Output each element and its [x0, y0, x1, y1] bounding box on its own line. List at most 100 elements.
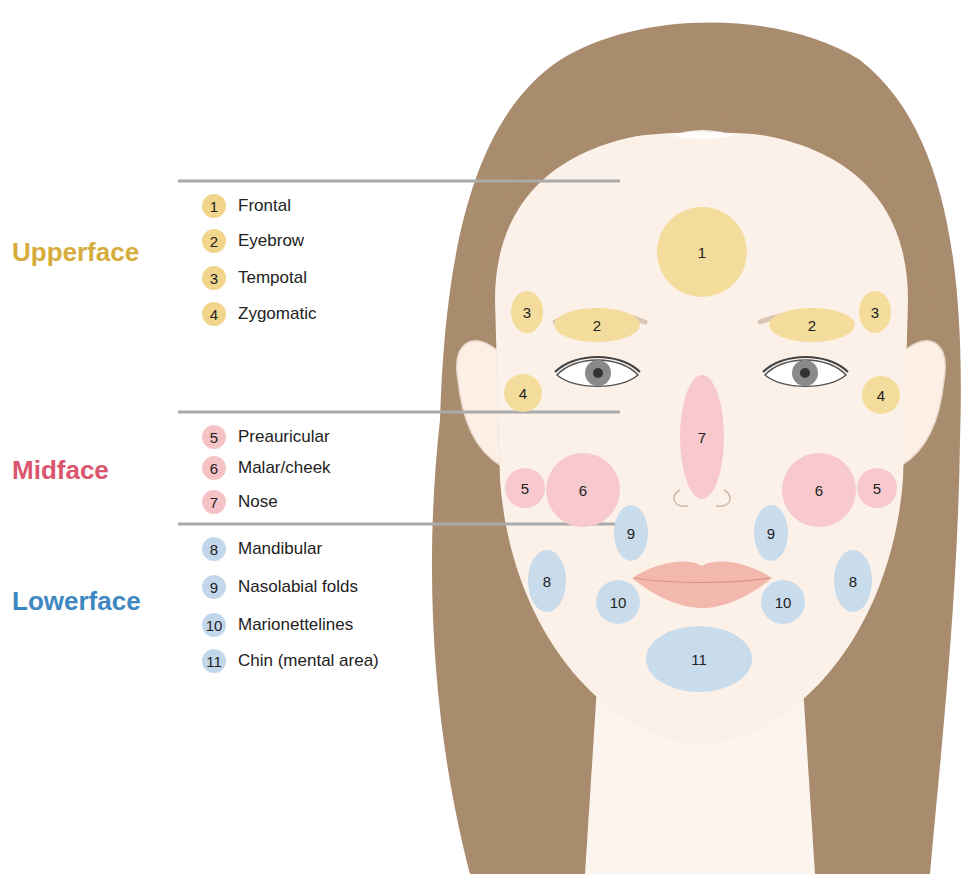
- region-shape: [596, 580, 640, 624]
- callout-number: 2: [210, 234, 218, 249]
- dot-shape: [202, 266, 226, 290]
- region-shape: [754, 505, 788, 561]
- callout-number: 2: [808, 318, 816, 333]
- hair-part: [672, 130, 735, 139]
- region-name: Frontal: [238, 196, 291, 216]
- face-region-marker: 9: [754, 505, 788, 561]
- separator-line: [178, 523, 620, 526]
- section-heading: Midface: [12, 457, 109, 483]
- region-name: Nose: [238, 492, 278, 512]
- callout-number: 1: [210, 199, 218, 214]
- region-shape: [657, 207, 747, 297]
- region-shape: [528, 550, 566, 612]
- dot-shape: [202, 490, 226, 514]
- legend-number-dot: 9: [202, 575, 226, 599]
- region-shape: [859, 291, 891, 333]
- eye: [763, 357, 848, 386]
- legend-entry: 6 Malar/cheek: [202, 456, 331, 480]
- dot-shape: [202, 425, 226, 449]
- region-name: Malar/cheek: [238, 458, 331, 478]
- callout-number: 1: [698, 245, 706, 260]
- region-shape: [614, 505, 648, 561]
- dot-shape: [202, 302, 226, 326]
- callout-number: 6: [210, 461, 218, 476]
- separator-line: [178, 411, 620, 414]
- face-region-marker: 3: [859, 291, 891, 333]
- legend-number-dot: 10: [202, 613, 226, 637]
- region-name: Eyebrow: [238, 231, 304, 251]
- legend-number-dot: 7: [202, 490, 226, 514]
- callout-number: 4: [877, 388, 885, 403]
- face-region-marker: 1: [657, 207, 747, 297]
- legend-number-dot: 8: [202, 537, 226, 561]
- region-name: Zygomatic: [238, 304, 316, 324]
- legend-entry: 5 Preauricular: [202, 425, 330, 449]
- region-shape: [769, 308, 855, 342]
- dot-shape: [202, 649, 226, 673]
- hair-fringe: [470, 112, 935, 320]
- dot-shape: [202, 613, 226, 637]
- callout-number: 2: [593, 318, 601, 333]
- callout-number: 5: [210, 430, 218, 445]
- callout-number: 11: [206, 654, 222, 669]
- callout-number: 3: [210, 271, 218, 286]
- section-heading: Lowerface: [12, 588, 141, 614]
- region-shape: [680, 375, 724, 499]
- face-region-marker: 6: [546, 453, 620, 527]
- legend-entry: 1 Frontal: [202, 194, 291, 218]
- legend-entry: 10 Marionettelines: [202, 613, 353, 637]
- callout-number: 3: [871, 305, 879, 320]
- callout-number: 6: [579, 483, 587, 498]
- legend-number-dot: 11: [202, 649, 226, 673]
- region-shape: [782, 453, 856, 527]
- callout-number: 4: [519, 386, 527, 401]
- callout-number: 11: [691, 652, 707, 667]
- dot-shape: [202, 456, 226, 480]
- face-region-marker: 8: [834, 550, 872, 612]
- region-name: Chin (mental area): [238, 651, 379, 671]
- face-region-marker: 5: [505, 468, 545, 508]
- region-shape: [505, 468, 545, 508]
- face-region-marker: 4: [504, 374, 542, 412]
- face-region-marker: 10: [596, 580, 640, 624]
- region-shape: [862, 376, 900, 414]
- legend-number-dot: 5: [202, 425, 226, 449]
- callout-number: 9: [767, 526, 775, 541]
- callout-number: 8: [210, 542, 218, 557]
- face-region-marker: 2: [769, 308, 855, 342]
- legend-number-dot: 3: [202, 266, 226, 290]
- face-region-marker: 7: [680, 375, 724, 499]
- legend-entry: 3 Tempotal: [202, 266, 307, 290]
- dot-shape: [202, 229, 226, 253]
- legend-entry: 2 Eyebrow: [202, 229, 304, 253]
- region-name: Nasolabial folds: [238, 577, 358, 597]
- face-region-marker: 2: [554, 308, 640, 342]
- callout-number: 7: [698, 430, 706, 445]
- callout-number: 10: [610, 595, 627, 610]
- face-region-marker: 10: [761, 580, 805, 624]
- lip-line: [634, 578, 770, 583]
- face-region-marker: 9: [614, 505, 648, 561]
- face-region-marker: 4: [862, 376, 900, 414]
- region-shape: [504, 374, 542, 412]
- legend-number-dot: 2: [202, 229, 226, 253]
- legend-entry: 9 Nasolabial folds: [202, 575, 358, 599]
- legend-entry: 8 Mandibular: [202, 537, 322, 561]
- legend-number-dot: 1: [202, 194, 226, 218]
- legend-number-dot: 4: [202, 302, 226, 326]
- callout-number: 5: [873, 481, 881, 496]
- ear: [902, 341, 945, 465]
- face-region-marker: 8: [528, 550, 566, 612]
- region-name: Mandibular: [238, 539, 322, 559]
- callout-number: 9: [627, 526, 635, 541]
- dot-shape: [202, 194, 226, 218]
- region-name: Tempotal: [238, 268, 307, 288]
- face-region-marker: 3: [511, 291, 543, 333]
- face-skin: [495, 130, 908, 745]
- dot-shape: [202, 575, 226, 599]
- region-shape: [834, 550, 872, 612]
- region-name: Marionettelines: [238, 615, 353, 635]
- region-shape: [554, 308, 640, 342]
- region-name: Preauricular: [238, 427, 330, 447]
